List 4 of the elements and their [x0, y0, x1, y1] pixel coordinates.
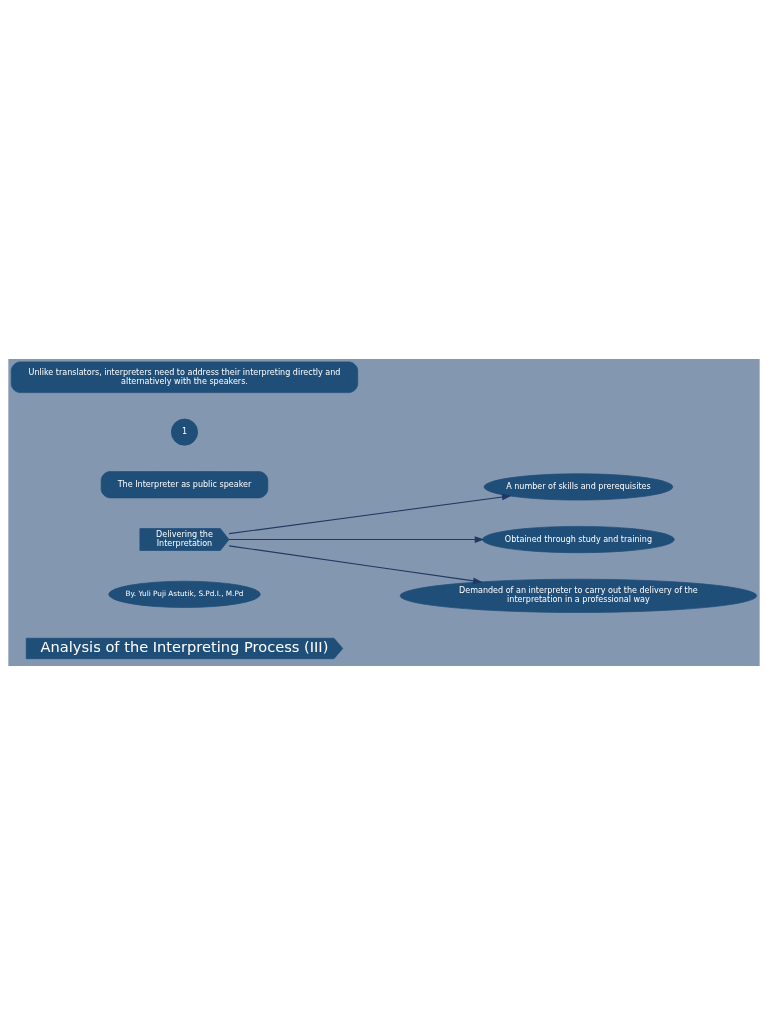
arrow — [228, 493, 512, 534]
node-ellipse: By. Yuli Puji Astutik, S.Pd.I., M.Pd — [108, 580, 261, 608]
arrow — [228, 535, 485, 543]
arrow — [228, 544, 483, 584]
